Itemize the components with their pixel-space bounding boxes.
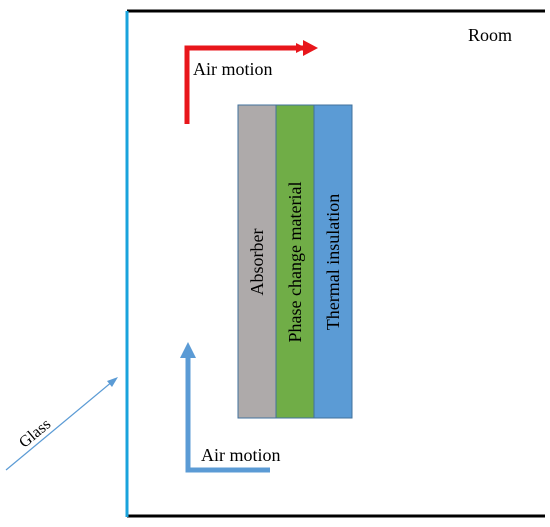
air-motion-bottom-label: Air motion bbox=[201, 445, 281, 465]
arrow-up-right-icon bbox=[5, 377, 118, 471]
thermal-insulation-layer bbox=[313, 104, 353, 419]
thermal-insulation-label: Thermal insulation bbox=[323, 194, 343, 330]
absorber-layer bbox=[237, 104, 277, 419]
absorber-label: Absorber bbox=[247, 229, 267, 296]
arrow-up-icon bbox=[180, 342, 270, 473]
air-motion-top-label: Air motion bbox=[193, 59, 273, 79]
room-label: Room bbox=[468, 25, 512, 45]
phase-change-material-label: Phase change material bbox=[285, 182, 305, 343]
arrow-right-icon bbox=[184, 40, 318, 124]
phase-change-material-layer bbox=[275, 104, 315, 419]
